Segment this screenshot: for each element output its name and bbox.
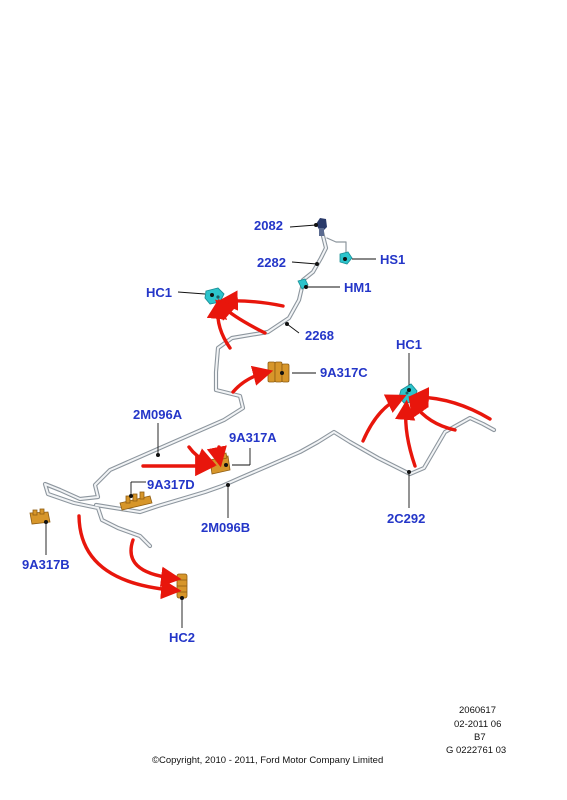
clip-hc2 [176, 573, 188, 599]
label-2082: 2082 [254, 218, 283, 233]
label-2268: 2268 [305, 328, 334, 343]
leader-lines [45, 224, 410, 628]
label-9a317b: 9A317B [22, 557, 70, 572]
label-hc1-right: HC1 [396, 337, 423, 352]
leader-dots [44, 223, 411, 600]
arrow-hc2-1 [77, 514, 182, 600]
label-9a317d: 9A317D [147, 477, 195, 492]
arrow-hc1-top-3 [206, 298, 232, 350]
arrow-9a317a-1 [187, 445, 217, 468]
clip-hc1-right [398, 383, 418, 404]
arrow-9a317a-3 [206, 445, 227, 468]
label-hc2: HC2 [169, 630, 196, 645]
footer-code-2: 02-2011 06 [454, 719, 502, 730]
label-9a317a: 9A317A [229, 430, 277, 445]
hose-2082 [316, 218, 327, 236]
arrow-hc1-top-1 [217, 290, 285, 311]
footer-code-1: 2060617 [459, 705, 496, 716]
arrow-hc1-right-4 [408, 387, 492, 421]
footer-copyright: ©Copyright, 2010 - 2011, Ford Motor Comp… [152, 755, 384, 766]
arrow-hc1-right-1 [361, 394, 407, 443]
label-9a317c: 9A317C [320, 365, 368, 380]
label-hm1: HM1 [344, 280, 372, 295]
arrow-hc1-right-3 [408, 396, 457, 432]
clip-hc1-top [204, 287, 225, 305]
label-hs1: HS1 [380, 252, 406, 267]
brake-pipes [42, 229, 497, 549]
arrow-hc1-top-2 [215, 299, 267, 335]
label-2c292: 2C292 [387, 511, 426, 526]
red-arrows [77, 290, 492, 600]
label-2282: 2282 [257, 255, 286, 270]
arrow-hc1-right-2 [394, 399, 417, 468]
footer-code-4: G 0222761 03 [446, 745, 507, 756]
label-hc1-top: HC1 [146, 285, 173, 300]
clip-9a317d [119, 491, 153, 511]
label-2m096b: 2M096B [201, 520, 251, 535]
arrow-hc2-2 [129, 538, 182, 587]
label-2m096a: 2M096A [133, 407, 183, 422]
clip-9a317c [267, 361, 290, 383]
arrow-9a317c [231, 365, 274, 394]
footer-code-3: B7 [474, 732, 486, 743]
